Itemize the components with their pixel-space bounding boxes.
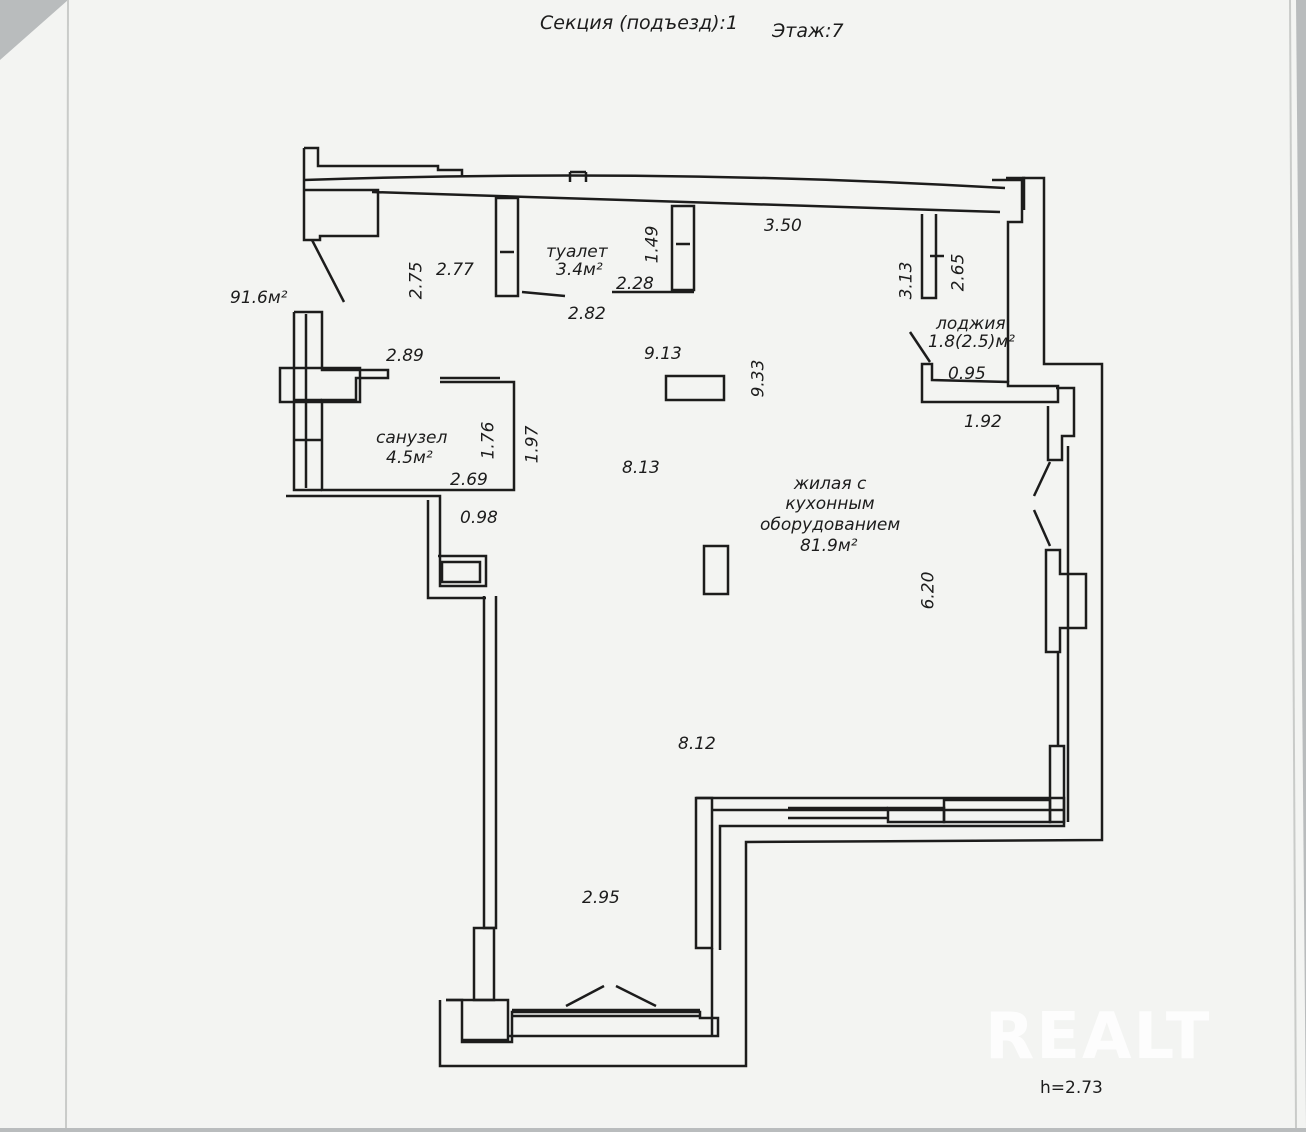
dimension-1-97: 1.97 xyxy=(522,425,543,464)
toilet-area: 3.4м² xyxy=(556,260,603,280)
lower-wing-bottom-window xyxy=(512,1008,700,1018)
shaft-box xyxy=(440,560,482,584)
dimension-6-20: 6.20 xyxy=(918,571,939,610)
balcony-door xyxy=(565,984,657,1008)
ceiling-height-label: h=2.73 xyxy=(1040,1078,1103,1098)
bottom-facade-outer xyxy=(696,796,1066,950)
realt-watermark-logo: REALT xyxy=(985,1000,1212,1074)
living-room-name: жилая с кухонным оборудованием xyxy=(760,474,901,535)
dimension-0-98: 0.98 xyxy=(460,508,498,528)
sheet-right-edge xyxy=(1289,0,1297,1129)
bathroom-name: санузел xyxy=(376,428,448,448)
right-facade-pier-1 xyxy=(1044,548,1088,654)
living-room-area: 81.9м² xyxy=(800,536,858,556)
loggia-door xyxy=(908,331,932,363)
bottom-right-pier xyxy=(886,806,946,824)
dimension-3-50: 3.50 xyxy=(764,216,802,236)
lower-left-bottom-block xyxy=(446,998,510,1042)
dimension-1-92: 1.92 xyxy=(964,412,1002,432)
dimension-2-89: 2.89 xyxy=(386,346,424,366)
dimension-2-28: 2.28 xyxy=(616,274,654,294)
section-label: Секция (подъезд):1 xyxy=(540,12,739,34)
right-facade-line xyxy=(1056,446,1070,822)
dimension-9-33: 9.33 xyxy=(748,359,769,398)
dimension-2-77: 2.77 xyxy=(436,260,474,280)
dimension-2-82: 2.82 xyxy=(568,304,606,324)
top-wall-inner xyxy=(371,190,1001,214)
toilet-right-wall xyxy=(670,204,696,292)
dimension-0-95: 0.95 xyxy=(948,364,986,384)
bottom-facade-window xyxy=(788,806,888,820)
top-wall-cap-left xyxy=(304,146,464,176)
sheet-left-edge xyxy=(65,0,69,1129)
bathroom-outer-wall xyxy=(294,310,516,492)
lower-wing-bottom xyxy=(446,998,720,1044)
dimension-9-13: 9.13 xyxy=(644,344,682,364)
toilet-name: туалет xyxy=(546,242,608,262)
entry-door-swing xyxy=(310,239,346,303)
dimension-8-12: 8.12 xyxy=(678,734,716,754)
dimension-1-49: 1.49 xyxy=(642,225,663,264)
dimension-2-75: 2.75 xyxy=(406,261,427,300)
top-wall-stepper xyxy=(568,170,588,182)
toilet-left-wall xyxy=(494,196,520,298)
loggia-bottom-wall xyxy=(920,362,1060,404)
top-wall-outer xyxy=(303,174,1006,190)
dimension-2-95: 2.95 xyxy=(582,888,620,908)
floor-label: Этаж:7 xyxy=(772,20,844,42)
right-facade-window-1 xyxy=(1032,461,1052,547)
toilet-door xyxy=(521,290,566,298)
bathroom-area: 4.5м² xyxy=(386,448,433,468)
dimension-3-13: 3.13 xyxy=(896,261,917,300)
right-facade-inner xyxy=(1046,386,1076,462)
loggia-area: 1.8(2.5)м² xyxy=(928,332,1015,352)
bathroom-left-wall xyxy=(292,312,322,492)
dimension-1-76: 1.76 xyxy=(478,421,499,460)
lower-wing-left-outer xyxy=(426,500,486,600)
bathroom-bottom xyxy=(286,494,488,588)
right-column-top xyxy=(992,178,1024,382)
column-lower xyxy=(702,544,730,596)
loggia-name: лоджия xyxy=(936,314,1006,334)
dimension-8-13: 8.13 xyxy=(622,458,660,478)
dimension-2-65: 2.65 xyxy=(948,253,969,292)
left-upper-wall xyxy=(302,148,380,242)
right-outer-wall xyxy=(438,176,1104,1068)
total-area-label: 91.6м² xyxy=(230,288,288,308)
column-upper xyxy=(664,374,726,402)
dimension-2-69: 2.69 xyxy=(450,470,488,490)
bathroom-top-slab xyxy=(278,366,362,404)
